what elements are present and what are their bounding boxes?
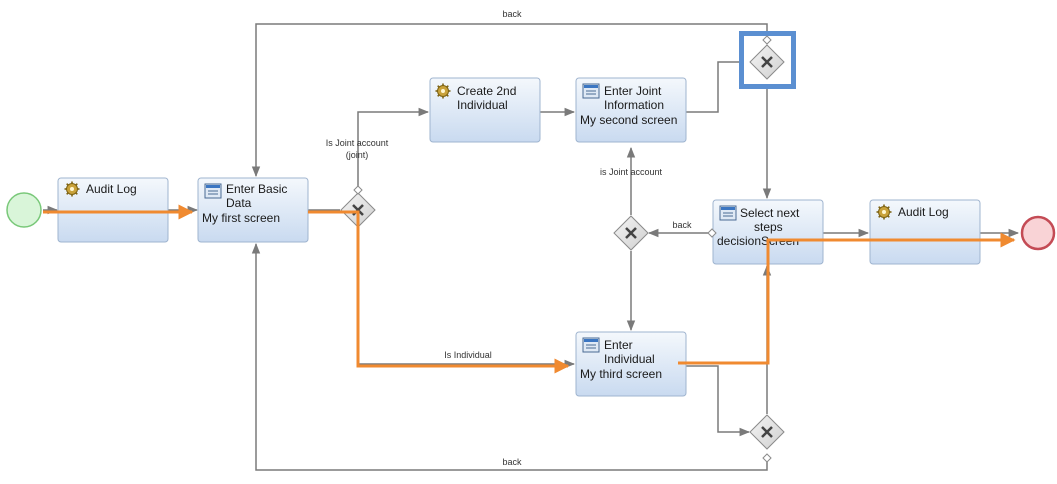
connector-marker [707,228,717,238]
flow-label-is-individual: Is Individual [444,350,492,360]
gateway-middle[interactable] [613,215,649,251]
flow-label-is-joint-1: Is Joint account [326,138,389,148]
task-label-line3: decisionScreen [717,234,799,248]
task-label-line2: Individual [604,352,655,366]
task-select-next-steps[interactable]: Select next steps decisionScreen [712,199,824,265]
x-icon [625,227,637,239]
gear-icon [876,204,892,220]
task-label-line2: Individual [457,98,508,112]
flow-individual-gateway-bottom[interactable] [686,365,751,437]
task-label: Audit Log [898,205,949,219]
task-enter-basic-data[interactable]: Enter Basic Data My first screen [197,177,309,243]
x-icon [761,56,773,68]
flow-joint-gateway-top[interactable] [686,57,751,113]
task-label-line2: Information [604,98,664,112]
task-enter-individual[interactable]: Enter Individual My third screen [575,331,687,397]
gateway-bottom-merge[interactable] [749,414,785,463]
highlight-basic-individual [308,210,570,374]
flow-gateway-individual[interactable] [357,228,576,369]
task-audit-log-2[interactable]: Audit Log [869,199,981,265]
task-label-line3: My second screen [580,113,677,127]
task-label: Audit Log [86,182,137,196]
screen-icon [719,205,737,221]
flow-label-back-top: back [502,9,522,19]
task-label-line1: Select next [740,206,800,220]
flow-label-is-joint-2: (joint) [346,150,369,160]
flow-back-bottom[interactable] [251,242,768,471]
screen-icon [204,183,222,199]
flow-label-back-bottom: back [502,457,522,467]
task-label-line1: Enter Joint [604,84,662,98]
task-audit-log-1[interactable]: Audit Log [57,177,169,243]
screen-icon [582,337,600,353]
gateway-joint-or-individual[interactable] [340,185,376,228]
task-label-line1: Enter [604,338,633,352]
gateway-top-merge[interactable] [749,35,785,80]
highlight-individual-end [678,232,1016,365]
task-create-2nd-individual[interactable]: Create 2nd Individual [429,77,541,143]
gear-icon [435,83,451,99]
screen-icon [582,83,600,99]
task-enter-joint-information[interactable]: Enter Joint Information My second screen [575,77,687,143]
task-label-line1: Create 2nd [457,84,516,98]
flow-label-back-middle: back [672,220,692,230]
task-label-line3: My first screen [202,211,280,225]
gear-icon [64,181,80,197]
flow-label-is-joint-mid: is Joint account [600,167,663,177]
end-event[interactable] [1020,215,1056,251]
task-label-line3: My third screen [580,367,662,381]
task-label-line1: Enter Basic [226,182,287,196]
start-event[interactable] [6,192,42,228]
task-label-line2: Data [226,196,252,210]
task-label-line2: steps [754,220,783,234]
flow-gateway-create[interactable] [357,107,430,192]
highlighted-path [43,204,1016,374]
x-icon [761,426,773,438]
